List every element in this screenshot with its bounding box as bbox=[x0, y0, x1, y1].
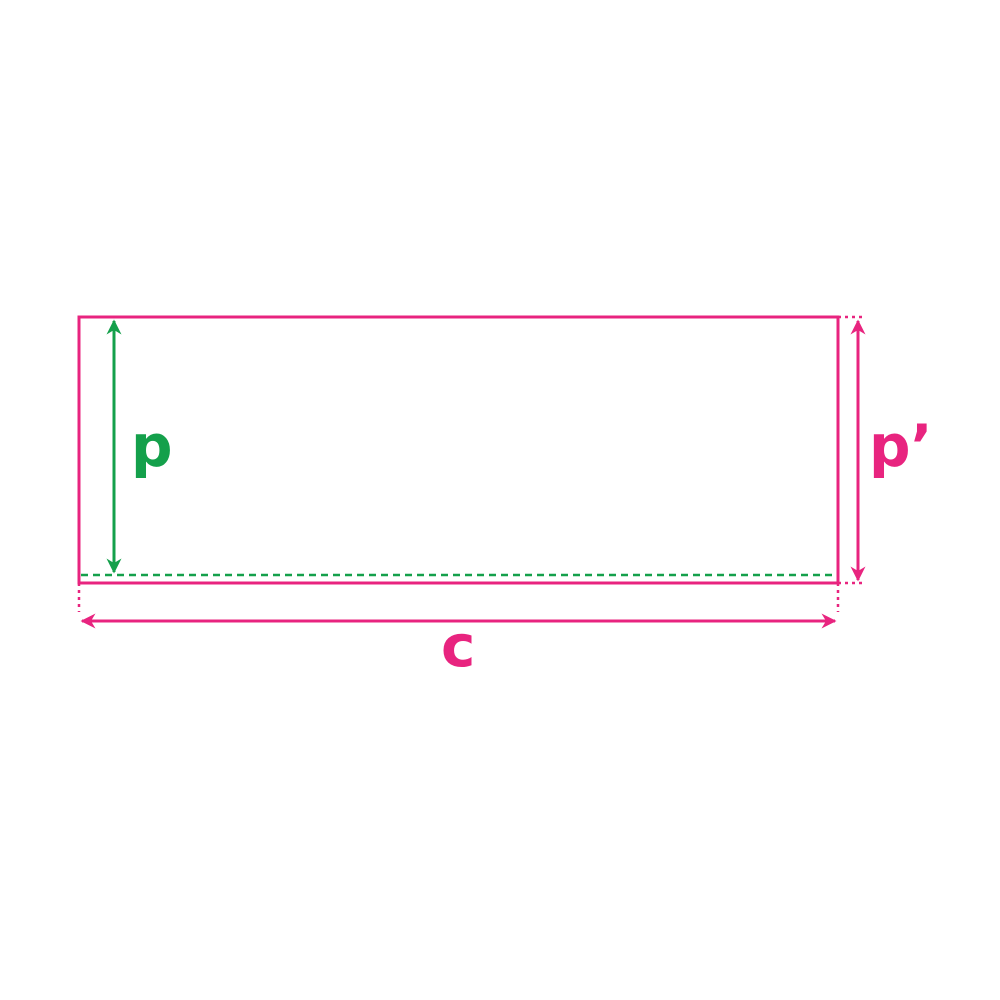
c-label: c bbox=[441, 612, 475, 680]
p-prime-label: p’ bbox=[869, 412, 933, 480]
p-label: p bbox=[131, 412, 173, 480]
outer-rectangle bbox=[77, 315, 840, 585]
